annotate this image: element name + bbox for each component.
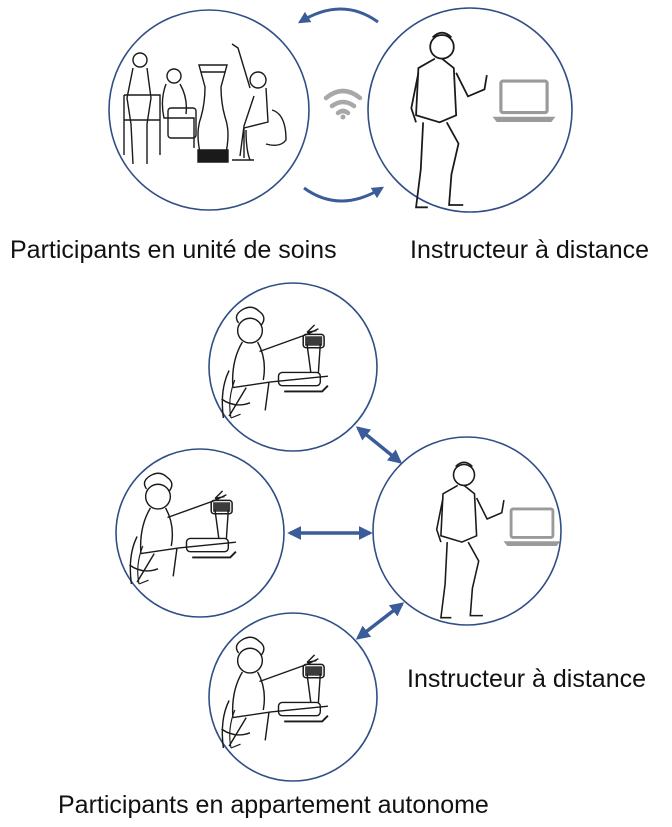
participant-circle-1 — [208, 282, 378, 452]
sync-arrow-top — [297, 7, 379, 24]
participant-circle-2 — [115, 448, 285, 618]
instructor-circle-top — [367, 7, 573, 213]
care-unit-circle — [108, 9, 310, 211]
label-care-unit-participants: Participants en unité de soins — [10, 236, 337, 264]
label-remote-instructor-bottom: Instructeur à distance — [407, 665, 647, 693]
label-apartment-participants: Participants en appartement autonome — [58, 791, 489, 819]
group-participants-sketch — [123, 43, 287, 165]
participant-circle-3 — [208, 612, 378, 782]
sync-arrow-bottom — [303, 186, 385, 203]
instructor-circle-bottom — [372, 436, 562, 626]
label-remote-instructor-top: Instructeur à distance — [410, 236, 650, 264]
link-arrow-3 — [355, 602, 405, 640]
wifi-icon — [323, 88, 363, 120]
link-arrow-1 — [355, 426, 403, 464]
